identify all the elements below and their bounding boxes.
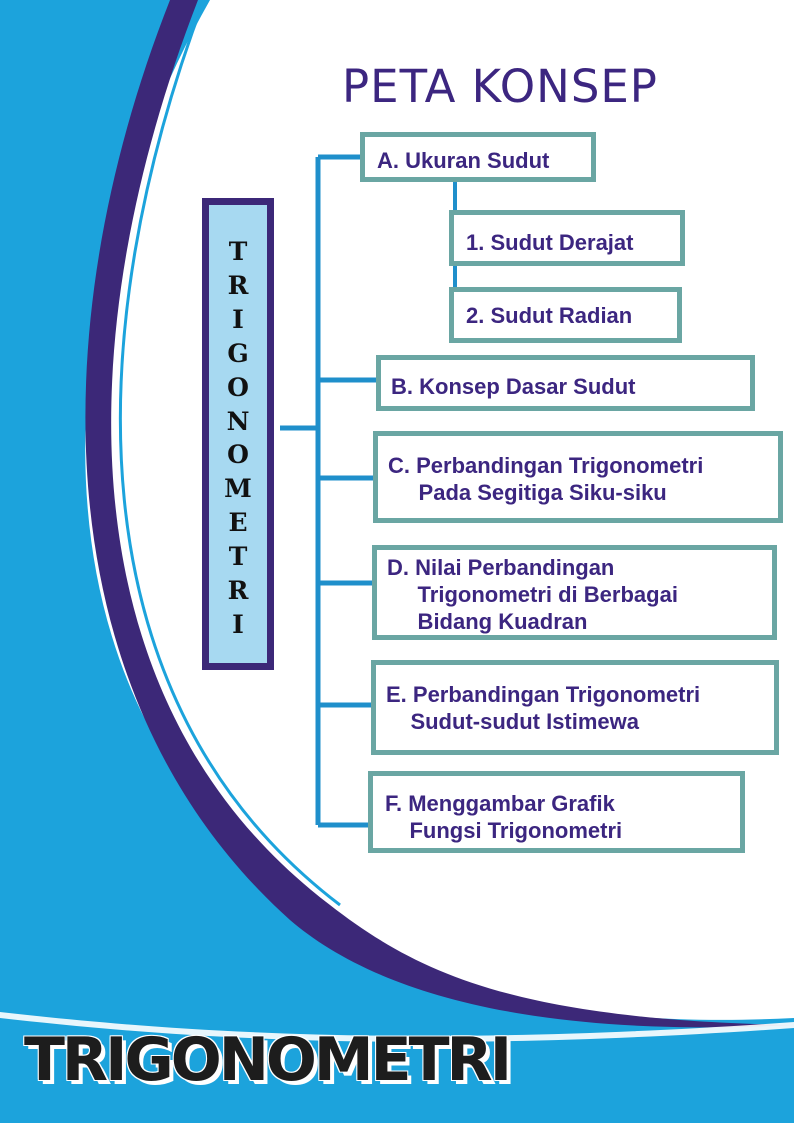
root-letter: T	[228, 542, 248, 572]
node-sudut-radian: 2. Sudut Radian	[449, 287, 682, 343]
root-letter: R	[227, 270, 249, 300]
node-sudut-derajat-label: 1. Sudut Derajat	[466, 230, 634, 255]
node-ukuran-sudut: A. Ukuran Sudut	[360, 132, 596, 182]
node-sudut-istimewa-label: E. Perbandingan Trigonometri Sudut-sudut…	[386, 682, 701, 734]
root-letter: E	[228, 508, 248, 538]
page-title: PETA KONSEP	[342, 60, 658, 113]
root-letter: I	[232, 304, 244, 334]
purple-arc	[85, 0, 794, 1028]
node-sudut-istimewa: E. Perbandingan Trigonometri Sudut-sudut…	[371, 660, 779, 755]
node-nilai-perbandingan: D. Nilai Perbandingan Trigonometri di Be…	[372, 545, 777, 640]
root-letter: T	[228, 237, 248, 266]
root-letter: I	[232, 609, 244, 639]
connector-lines	[280, 154, 457, 828]
root-letter: N	[226, 406, 250, 436]
inner-edge-line	[118, 0, 341, 907]
node-sudut-derajat: 1. Sudut Derajat	[449, 210, 685, 266]
footer-title: TRIGONOMETRI	[24, 1025, 512, 1095]
node-konsep-dasar-sudut: B. Konsep Dasar Sudut	[376, 355, 755, 411]
root-letter: O	[227, 372, 249, 402]
root-letter: R	[227, 576, 249, 606]
node-perbandingan-siku-siku: C. Perbandingan Trigonometri Pada Segiti…	[373, 431, 783, 523]
root-letter: G	[227, 338, 249, 368]
root-letter: M	[224, 474, 252, 504]
node-perbandingan-siku-siku-label: C. Perbandingan Trigonometri Pada Segiti…	[388, 453, 704, 505]
root-letter: O	[227, 440, 249, 470]
white-stripe	[0, 1012, 794, 1042]
node-konsep-dasar-sudut-label: B. Konsep Dasar Sudut	[391, 374, 636, 399]
node-menggambar-grafik-label: F. Menggambar Grafik Fungsi Trigonometri	[385, 791, 623, 843]
node-menggambar-grafik: F. Menggambar Grafik Fungsi Trigonometri	[368, 771, 745, 853]
node-sudut-radian-label: 2. Sudut Radian	[466, 303, 633, 328]
node-ukuran-sudut-label: A. Ukuran Sudut	[377, 148, 550, 173]
node-nilai-perbandingan-label: D. Nilai Perbandingan Trigonometri di Be…	[387, 555, 678, 634]
